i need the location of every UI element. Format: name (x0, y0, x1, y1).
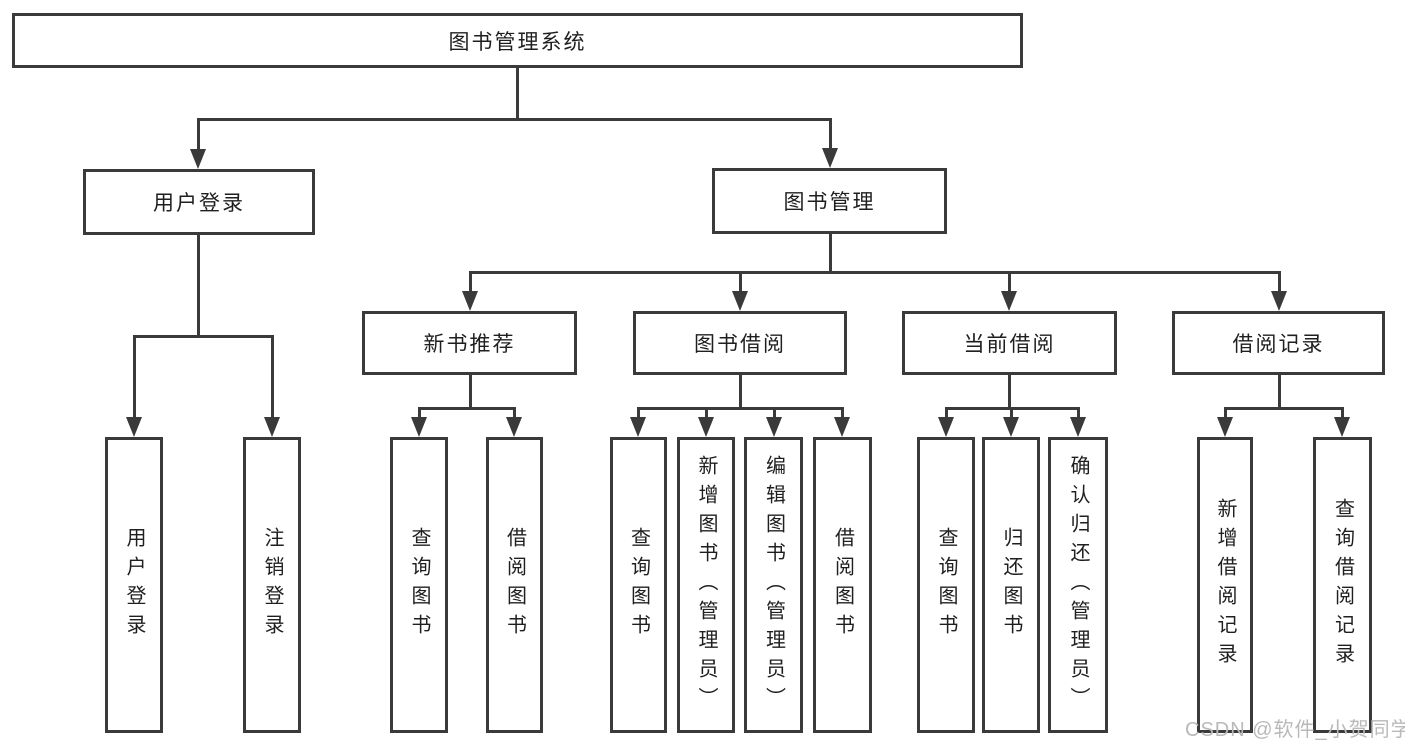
connector-line (469, 271, 472, 299)
connector-line (197, 233, 200, 337)
leaf-logout: 注销登录 (243, 437, 301, 733)
node-book-borrow-label: 图书借阅 (694, 333, 786, 356)
leaf-current-query: 查询图书 (917, 437, 975, 733)
arrowhead-down-icon (732, 291, 748, 311)
arrowhead-down-icon (698, 417, 714, 437)
leaf-newbook-query-label: 查询图书 (408, 527, 430, 643)
connector-line (516, 66, 519, 120)
leaf-newbook-borrow: 借阅图书 (486, 437, 543, 733)
node-new-books: 新书推荐 (362, 311, 577, 375)
leaf-newbook-borrow-label: 借阅图书 (503, 527, 526, 643)
node-book-borrow: 图书借阅 (633, 311, 847, 375)
connector-line (773, 407, 776, 425)
leaf-borrow-query: 查询图书 (610, 437, 667, 733)
connector-line (1008, 271, 1011, 299)
arrowhead-down-icon (766, 417, 782, 437)
arrowhead-down-icon (938, 417, 954, 437)
leaf-user-login-label: 用户登录 (123, 527, 145, 643)
connector-line (133, 335, 136, 425)
leaf-borrow-borrow-label: 借阅图书 (831, 527, 854, 643)
arrowhead-down-icon (126, 417, 142, 437)
connector-line (197, 118, 832, 121)
leaf-logout-label: 注销登录 (261, 527, 283, 643)
leaf-current-confirm: 确认归还（管理员） (1048, 437, 1108, 733)
leaf-borrow-borrow: 借阅图书 (813, 437, 872, 733)
connector-line (1341, 407, 1344, 425)
arrowhead-down-icon (1217, 417, 1233, 437)
node-root: 图书管理系统 (12, 13, 1023, 68)
arrowhead-down-icon (834, 417, 850, 437)
leaf-borrow-edit: 编辑图书（管理员） (744, 437, 803, 733)
leaf-records-query: 查询借阅记录 (1313, 437, 1372, 733)
connector-line (1077, 407, 1080, 425)
connector-line (1010, 407, 1013, 425)
leaf-records-query-label: 查询借阅记录 (1331, 498, 1354, 672)
arrowhead-down-icon (1001, 291, 1017, 311)
leaf-borrow-edit-label: 编辑图书（管理员） (762, 454, 785, 716)
leaf-newbook-query: 查询图书 (390, 437, 448, 733)
connector-line (841, 407, 844, 425)
leaf-current-confirm-label: 确认归还（管理员） (1067, 454, 1089, 716)
connector-line (739, 271, 742, 299)
leaf-current-query-label: 查询图书 (935, 527, 957, 643)
connector-line (829, 232, 832, 273)
node-book-mgmt-label: 图书管理 (783, 191, 876, 214)
leaf-user-login: 用户登录 (105, 437, 163, 733)
connector-line (945, 407, 1080, 410)
leaf-borrow-add: 新增图书（管理员） (677, 437, 735, 733)
leaf-borrow-query-label: 查询图书 (627, 527, 650, 643)
connector-line (1224, 407, 1227, 425)
arrowhead-down-icon (1003, 417, 1019, 437)
node-current-borrow: 当前借阅 (902, 311, 1117, 375)
leaf-records-add: 新增借阅记录 (1197, 437, 1253, 733)
connector-line (1224, 407, 1344, 410)
node-user-login-label: 用户登录 (153, 192, 245, 215)
arrowhead-down-icon (630, 417, 646, 437)
node-borrow-records: 借阅记录 (1172, 311, 1385, 375)
connector-line (469, 271, 1281, 274)
connector-line (418, 407, 421, 425)
leaf-current-return-label: 归还图书 (1000, 527, 1022, 643)
connector-line (271, 335, 274, 425)
leaf-records-add-label: 新增借阅记录 (1214, 498, 1236, 672)
connector-line (739, 373, 742, 409)
connector-line (469, 373, 472, 409)
connector-line (513, 407, 516, 425)
node-new-books-label: 新书推荐 (423, 333, 516, 356)
arrowhead-down-icon (506, 417, 522, 437)
connector-line (945, 407, 948, 425)
connector-line (1278, 373, 1281, 409)
node-user-login: 用户登录 (83, 169, 315, 235)
node-current-borrow-label: 当前借阅 (963, 333, 1056, 356)
leaf-borrow-add-label: 新增图书（管理员） (695, 454, 717, 716)
connector-line (1278, 271, 1281, 299)
leaf-current-return: 归还图书 (982, 437, 1040, 733)
arrowhead-down-icon (822, 148, 838, 168)
watermark-text: CSDN @软件_小贺同学 (1185, 719, 1405, 741)
connector-line (197, 119, 200, 155)
connector-line (705, 407, 708, 425)
arrowhead-down-icon (411, 417, 427, 437)
arrowhead-down-icon (462, 291, 478, 311)
arrowhead-down-icon (1334, 417, 1350, 437)
arrowhead-down-icon (1070, 417, 1086, 437)
arrowhead-down-icon (1271, 291, 1287, 311)
arrowhead-down-icon (190, 149, 206, 169)
connector-line (133, 335, 274, 338)
connector-line (829, 119, 832, 154)
arrowhead-down-icon (264, 417, 280, 437)
connector-line (1008, 373, 1011, 409)
connector-line (637, 407, 640, 425)
node-root-label: 图书管理系统 (448, 30, 587, 54)
node-borrow-records-label: 借阅记录 (1232, 333, 1325, 356)
connector-line (637, 407, 844, 410)
connector-line (418, 407, 516, 410)
node-book-mgmt: 图书管理 (712, 168, 947, 234)
